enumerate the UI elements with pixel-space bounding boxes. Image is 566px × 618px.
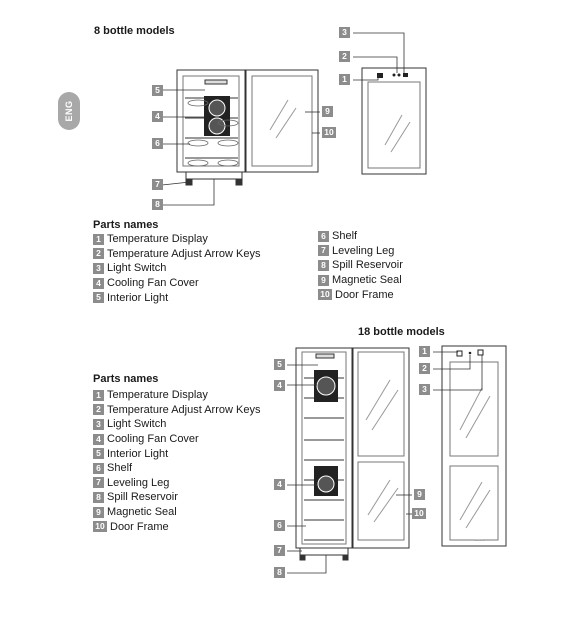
fan-cover-18-upper [314, 370, 338, 402]
callout-7-top: 7 [152, 179, 163, 190]
open-door-8 [245, 69, 319, 173]
callout-4a-bottom: 4 [274, 380, 285, 391]
parts-title-top: Parts names [93, 219, 159, 231]
callout-9-top: 9 [322, 106, 333, 117]
open-door-18 [352, 347, 410, 549]
language-tab: ENG [58, 92, 80, 130]
closed-front-18 [441, 345, 507, 547]
callout-8-bottom: 8 [274, 567, 285, 578]
callout-2-top: 2 [339, 51, 350, 62]
callout-1-top: 1 [339, 74, 350, 85]
callout-4-top: 4 [152, 111, 163, 122]
callout-9-bottom: 9 [414, 489, 425, 500]
control-panel-18 [456, 349, 484, 357]
control-panel-8 [377, 73, 408, 78]
callout-1-bottom: 1 [419, 346, 430, 357]
callout-2-bottom: 2 [419, 363, 430, 374]
closed-front-8 [361, 67, 427, 175]
callout-3-top: 3 [339, 27, 350, 38]
callout-10-top: 10 [322, 127, 336, 138]
parts-title-bottom: Parts names [93, 373, 159, 385]
bottom-section-title: 18 bottle models [358, 326, 445, 338]
top-section-title: 8 bottle models [94, 25, 175, 37]
callout-5-bottom: 5 [274, 359, 285, 370]
callout-3-bottom: 3 [419, 384, 430, 395]
callout-10-bottom: 10 [412, 508, 426, 519]
callout-8-top: 8 [152, 199, 163, 210]
callout-6-top: 6 [152, 138, 163, 149]
callout-5-top: 5 [152, 85, 163, 96]
fan-cover-18-lower [314, 466, 338, 496]
svg-text:transmit: transmit [474, 538, 485, 542]
callout-7-bottom: 7 [274, 545, 285, 556]
callout-4b-bottom: 4 [274, 479, 285, 490]
callout-6-bottom: 6 [274, 520, 285, 531]
